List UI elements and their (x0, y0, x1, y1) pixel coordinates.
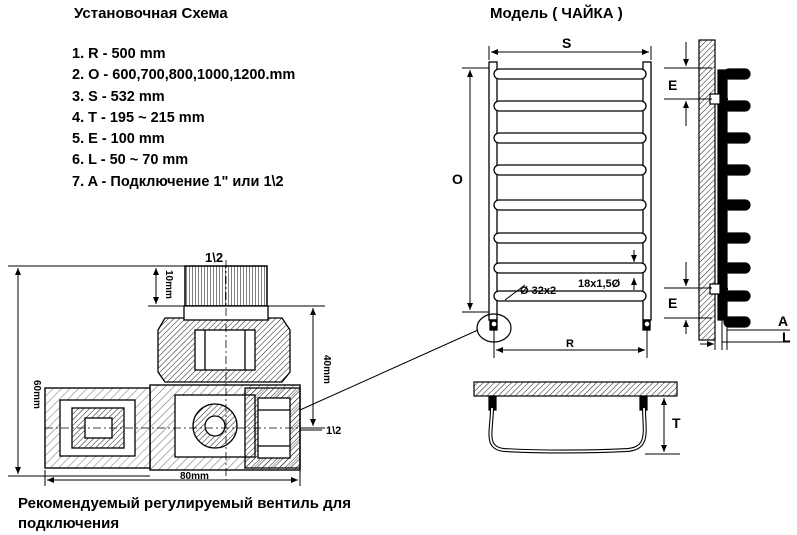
radiator-rungs (493, 68, 647, 302)
connection-leader (299, 329, 479, 411)
pipe-diameter-label: Ø 32x2 (520, 285, 556, 297)
side-rung (723, 232, 751, 244)
dim-e-bottom-label: E (668, 295, 677, 311)
side-rung (723, 290, 751, 302)
dim-t-label: T (672, 415, 681, 431)
radiator-rung (493, 232, 647, 244)
spec-item-s: 3. S - 532 mm (72, 88, 165, 105)
rung-diameter-symbol: Ø (612, 278, 621, 290)
spec-item-o: 2. O - 600,700,800,1000,1200.mm (72, 67, 296, 84)
top-view-dimensions (645, 398, 680, 455)
installation-scheme-title: Установочная Схема (74, 5, 228, 22)
radiator-rung (493, 164, 647, 176)
radiator-rung (493, 132, 647, 144)
wall (698, 39, 716, 341)
radiator-rung (493, 100, 647, 112)
spec-item-t: 4. T - 195 ~ 215 mm (72, 109, 205, 126)
top-view-wall (473, 381, 678, 397)
rung-diameter-label: 18x1,5Ø (578, 278, 621, 290)
dim-l-label: L (782, 329, 791, 345)
side-rung (723, 68, 751, 80)
valve-top-thread-label: 1\2 (205, 250, 223, 265)
rung-diameter-value: 18x1,5 (578, 278, 612, 290)
valve-thread-height-label: 10mm (163, 270, 174, 299)
radiator-front-view (488, 61, 652, 331)
side-rungs (723, 68, 751, 328)
side-rung (723, 262, 751, 274)
spec-item-l: 6. L - 50 ~ 70 mm (72, 152, 189, 169)
front-dimensions (462, 46, 652, 358)
radiator-rung (493, 290, 647, 302)
pipe-diameter-value: 32x2 (532, 285, 556, 297)
valve-height-label: 60mm (31, 380, 42, 409)
valve-drawing (44, 260, 301, 480)
valve-side-thread-label: 1\2 (326, 425, 341, 437)
spec-list: 1. R - 500 mm 2. O - 600,700,800,1000,12… (72, 44, 295, 193)
valve-width-label: 80mm (180, 471, 209, 482)
dim-a-label: A (778, 313, 788, 329)
valve-inner-height-label: 40mm (321, 355, 332, 384)
spec-item-a: 7. A - Подключение 1" или 1\2 (72, 173, 284, 190)
radiator-top-view (473, 381, 678, 454)
side-rung (723, 164, 751, 176)
side-rung (723, 100, 751, 112)
model-title: Модель ( ЧАЙКА ) (490, 5, 623, 22)
bottom-bracket (709, 283, 721, 295)
spec-item-r: 1. R - 500 mm (72, 46, 166, 62)
side-rung (723, 316, 751, 328)
pipe-diameter-symbol: Ø (520, 285, 529, 297)
side-rung (723, 199, 751, 211)
radiator-rung (493, 68, 647, 80)
radiator-rung (493, 199, 647, 211)
dim-e-top-label: E (668, 77, 677, 93)
side-dimensions (664, 42, 790, 350)
dim-o-label: O (452, 171, 463, 187)
valve-caption: Рекомендуемый регулируемый вентиль для п… (18, 495, 351, 532)
radiator-side-view (698, 39, 751, 341)
radiator-rung (493, 262, 647, 274)
spec-item-e: 5. E - 100 mm (72, 131, 165, 148)
dim-s-label: S (562, 35, 571, 51)
valve-dimensions (8, 265, 325, 486)
side-rung (723, 132, 751, 144)
dim-r-label: R (566, 338, 574, 350)
